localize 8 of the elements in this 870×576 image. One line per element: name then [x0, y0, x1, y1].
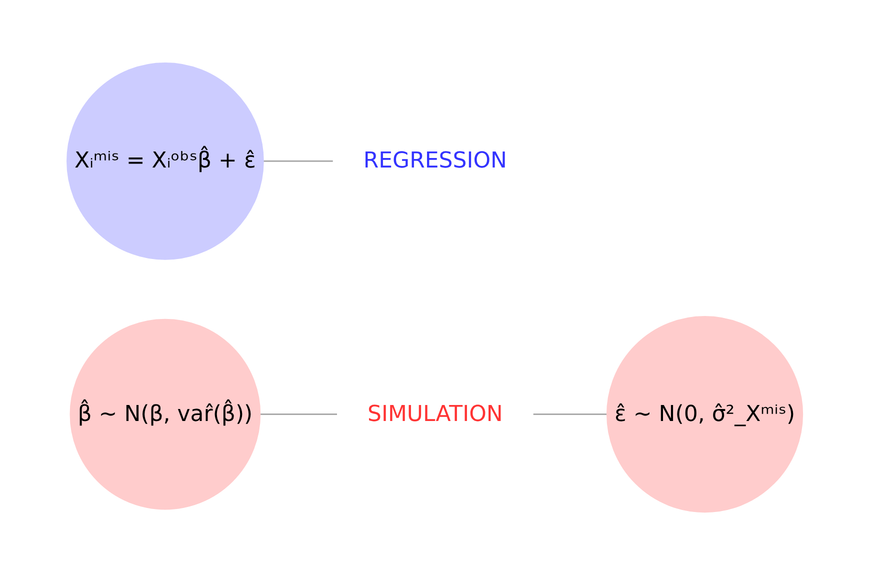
node-circle: ε̂ ∼ N(0, σ̂²_Xᵐⁱˢ) — [606, 316, 804, 514]
node-circle: β̂ ∼ N(β, var̂(β̂)) — [70, 319, 261, 510]
node-text: REGRESSION — [364, 149, 508, 174]
node-text: SIMULATION — [368, 402, 504, 428]
connector — [260, 414, 338, 416]
connector — [264, 160, 334, 162]
connector — [533, 414, 608, 416]
node-circle: Xᵢᵐⁱˢ = Xᵢᵒᵇˢβ̂ + ε̂ — [66, 62, 264, 260]
